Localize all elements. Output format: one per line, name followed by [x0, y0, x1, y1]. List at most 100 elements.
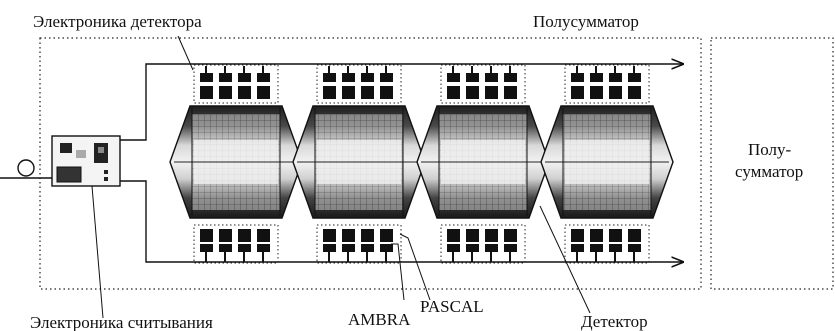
chip-board-outline: [193, 224, 279, 264]
chip: [609, 229, 622, 242]
chip: [628, 86, 641, 99]
readout-electronics-board: [51, 135, 121, 187]
chip: [380, 244, 393, 252]
chip: [238, 229, 251, 242]
chip: [200, 229, 213, 242]
chip: [447, 86, 460, 99]
chip: [628, 229, 641, 242]
chip: [238, 86, 251, 99]
chip: [361, 229, 374, 242]
chip: [504, 86, 517, 99]
chip: [219, 244, 232, 252]
half-summator-side-box: [710, 37, 834, 290]
detector-electronics-label: Электроника детектора: [33, 12, 202, 31]
chip: [590, 73, 603, 82]
detector-leader: [539, 205, 591, 314]
readout-electronics-leader: [91, 185, 104, 319]
input-connector-icon: [17, 159, 35, 177]
chip: [342, 73, 355, 82]
chip: [590, 244, 603, 252]
chip: [485, 73, 498, 82]
chip: [504, 244, 517, 252]
bottom-bus-arrow: [120, 180, 684, 262]
chip: [257, 73, 270, 82]
readout-electronics-label: Электроника считывания: [30, 313, 213, 331]
chip: [466, 229, 479, 242]
chip: [380, 86, 393, 99]
chip: [342, 229, 355, 242]
chip: [361, 86, 374, 99]
chip-board-outline: [440, 64, 526, 104]
chip: [466, 73, 479, 82]
chip: [323, 244, 336, 252]
pascal-label: PASCAL: [420, 297, 484, 316]
half-summator-top-label: Полусумматор: [533, 12, 639, 31]
chip: [342, 86, 355, 99]
chip: [628, 244, 641, 252]
chip: [571, 73, 584, 82]
chip-board-outline: [440, 224, 526, 264]
chip: [219, 229, 232, 242]
ambra-label: AMBRA: [348, 310, 411, 329]
chip: [257, 229, 270, 242]
chip: [219, 86, 232, 99]
bottom-chip-board-3: [440, 224, 526, 264]
detector-electronics-leader: [177, 35, 194, 71]
chip: [257, 86, 270, 99]
top-bus-arrow: [120, 64, 684, 141]
bottom-chip-board-2: [316, 224, 402, 264]
chip: [628, 73, 641, 82]
chip: [447, 229, 460, 242]
chip: [590, 86, 603, 99]
chip: [219, 73, 232, 82]
chip: [466, 86, 479, 99]
chip: [485, 229, 498, 242]
chip: [609, 244, 622, 252]
chip: [447, 244, 460, 252]
bottom-chip-board-4: [564, 224, 650, 264]
top-chip-board-2: [316, 64, 402, 104]
chip: [238, 73, 251, 82]
chip: [342, 244, 355, 252]
detector-module-1: [169, 105, 303, 219]
half-summator-side-label-line1: Полу-: [748, 140, 792, 159]
chip-board-outline: [193, 64, 279, 104]
chip: [466, 244, 479, 252]
chip: [200, 73, 213, 82]
pascal-leader: [399, 233, 431, 301]
chip: [200, 244, 213, 252]
chip: [504, 229, 517, 242]
chip: [380, 73, 393, 82]
chip: [571, 86, 584, 99]
top-chip-board-3: [440, 64, 526, 104]
chip-board-outline: [316, 64, 402, 104]
half-summator-side-label-line2: сумматор: [735, 162, 803, 181]
bottom-chip-board-1: [193, 224, 279, 264]
chip: [609, 86, 622, 99]
chip: [323, 86, 336, 99]
chip: [257, 244, 270, 252]
chip: [200, 86, 213, 99]
chip-board-outline: [564, 64, 650, 104]
chip: [380, 229, 393, 242]
top-chip-board-1: [193, 64, 279, 104]
chip: [485, 244, 498, 252]
chip: [238, 244, 251, 252]
chip: [504, 73, 517, 82]
chip: [571, 229, 584, 242]
chip: [323, 229, 336, 242]
chip: [361, 244, 374, 252]
chip: [590, 229, 603, 242]
chip: [571, 244, 584, 252]
detector-module-2: [292, 105, 426, 219]
detector-label: Детектор: [581, 312, 648, 331]
chip: [485, 86, 498, 99]
top-chip-board-4: [564, 64, 650, 104]
chip: [361, 73, 374, 82]
chip: [609, 73, 622, 82]
chip-board-outline: [564, 224, 650, 264]
ambra-leader: [391, 243, 405, 301]
chip-board-outline: [316, 224, 402, 264]
chip: [447, 73, 460, 82]
